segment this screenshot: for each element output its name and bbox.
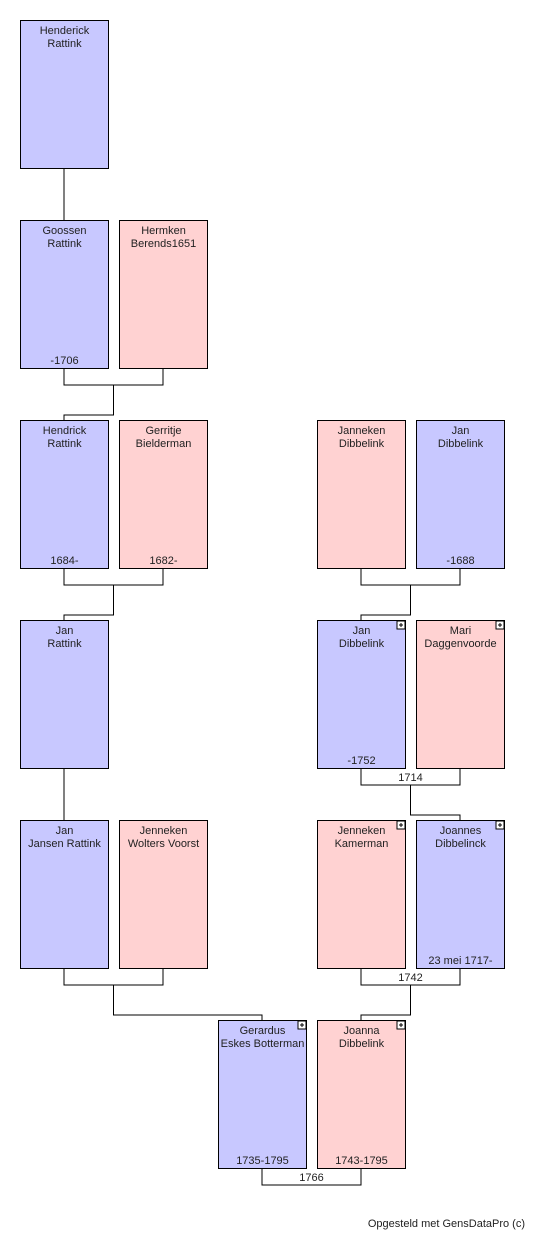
person-name: Jan [56, 825, 74, 837]
person-name: Dibbelink [438, 438, 484, 450]
person-name: Dibbelinck [435, 838, 486, 850]
person-name: Daggenvoorde [424, 638, 496, 650]
footer-credit: Opgesteld met GensDataPro (c) [367, 1218, 525, 1230]
person-box-bg [317, 1020, 406, 1169]
parent-child-line [63, 585, 114, 620]
person-dates: -1706 [50, 355, 78, 367]
person-dates: 1684- [50, 555, 78, 567]
person-name: Rattink [47, 238, 82, 250]
parent-child-line [360, 985, 411, 1020]
person-name: Jan [56, 625, 74, 637]
person-box-bg [20, 820, 109, 969]
person-name: Kamerman [335, 838, 389, 850]
person-name: Dibbelink [339, 638, 385, 650]
person-name: Hendrick [43, 425, 87, 437]
person-name: Wolters Voorst [128, 838, 199, 850]
person-box-bg [218, 1020, 307, 1169]
person-name: Rattink [47, 38, 82, 50]
person-name: Goossen [42, 225, 86, 237]
marriage-connector [63, 968, 164, 986]
person-name: Dibbelink [339, 1038, 385, 1050]
expand-icon[interactable] [495, 620, 505, 630]
person-box-bg [317, 820, 406, 969]
person-name: Joannes [440, 825, 482, 837]
person-name: Eskes Botterman [221, 1038, 305, 1050]
person-dates: -1688 [446, 555, 474, 567]
parent-child-line [63, 385, 114, 420]
person-name: Jenneken [140, 825, 188, 837]
person-box-bg [20, 620, 109, 769]
person-name: Gerritje [145, 425, 181, 437]
person-name: Jan [353, 625, 371, 637]
expand-icon[interactable] [396, 1020, 406, 1030]
person-name: Dibbelink [339, 438, 385, 450]
marriage-year-label: 1766 [299, 1172, 323, 1184]
marriage-year-label: 1714 [398, 772, 422, 784]
person-name: Jenneken [338, 825, 386, 837]
person-name: Gerardus [240, 1025, 286, 1037]
person-name: Berends1651 [131, 238, 196, 250]
marriage-year-label: 1742 [398, 972, 422, 984]
person-box-bg [20, 20, 109, 169]
person-name: Mari [450, 625, 471, 637]
person-name: Joanna [343, 1025, 380, 1037]
person-box-bg [416, 820, 505, 969]
marriage-connector [360, 568, 461, 586]
parent-child-line [360, 585, 411, 620]
expand-icon[interactable] [495, 820, 505, 830]
person-box-bg [20, 220, 109, 369]
person-name: Rattink [47, 438, 82, 450]
expand-icon[interactable] [297, 1020, 307, 1030]
person-dates: 23 mei 1717- [428, 955, 493, 967]
person-name: Rattink [47, 638, 82, 650]
person-name: Hermken [141, 225, 186, 237]
parent-child-line [410, 785, 461, 820]
marriage-connector [63, 568, 164, 586]
expand-icon[interactable] [396, 620, 406, 630]
person-name: Bielderman [136, 438, 192, 450]
person-box-bg [119, 820, 208, 969]
person-name: Jansen Rattink [28, 838, 101, 850]
person-name: Janneken [338, 425, 386, 437]
person-dates: 1735-1795 [236, 1155, 289, 1167]
person-name: Jan [452, 425, 470, 437]
person-name: Henderick [40, 25, 90, 37]
person-box-bg [317, 420, 406, 569]
person-dates: 1743-1795 [335, 1155, 388, 1167]
expand-icon[interactable] [396, 820, 406, 830]
marriage-connector [261, 1168, 362, 1186]
person-box-bg [119, 420, 208, 569]
person-dates: -1752 [347, 755, 375, 767]
person-box-bg [20, 420, 109, 569]
person-box-bg [119, 220, 208, 369]
person-box-bg [416, 420, 505, 569]
marriage-connector [63, 368, 164, 386]
person-box-bg [416, 620, 505, 769]
person-dates: 1682- [149, 555, 177, 567]
parent-child-line [113, 985, 263, 1020]
person-box-bg [317, 620, 406, 769]
